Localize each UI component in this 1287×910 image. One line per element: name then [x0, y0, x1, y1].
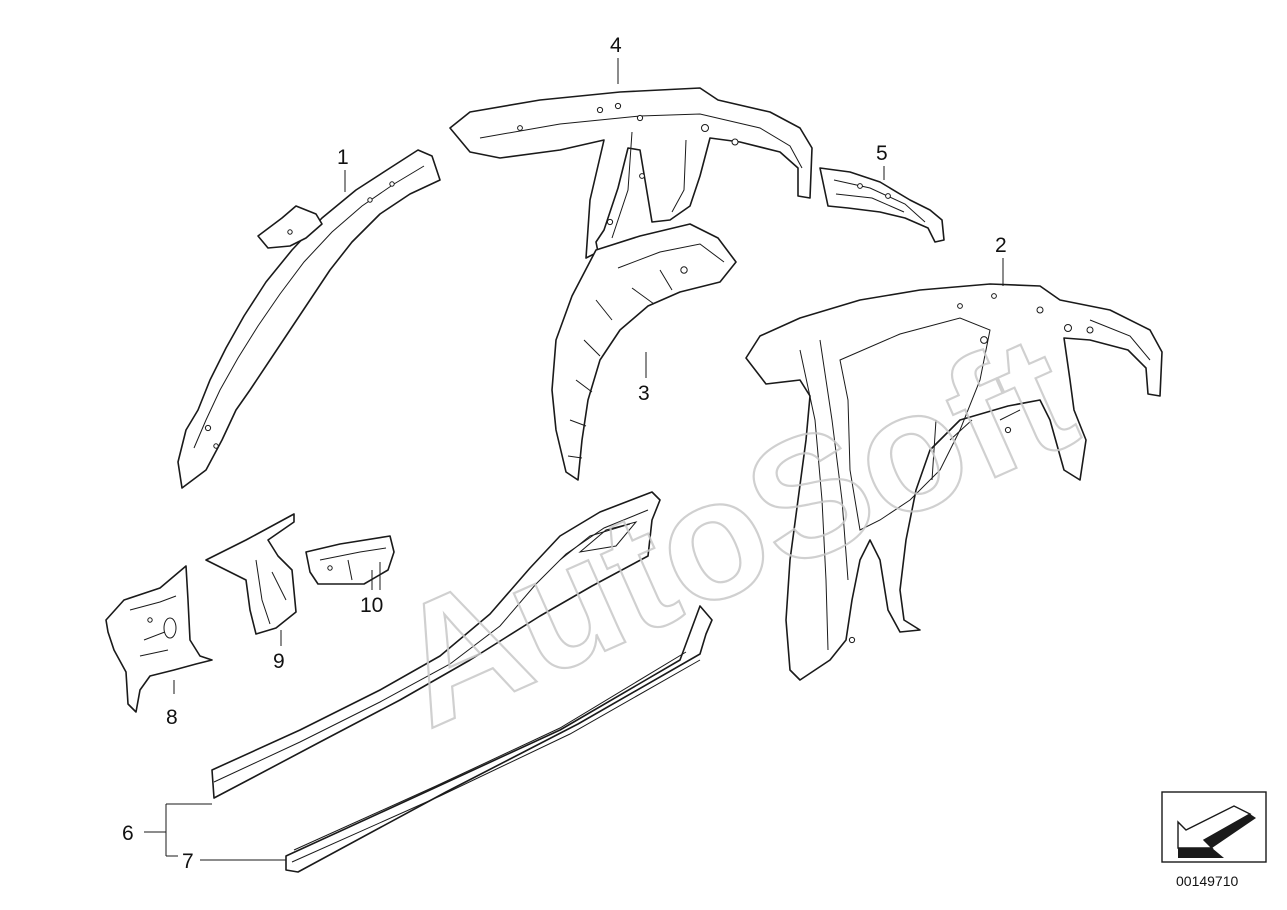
- direction-arrow-icon: [1177, 805, 1256, 858]
- part-9-reinforcement[interactable]: [205, 513, 297, 635]
- part-2-side-frame[interactable]: [745, 283, 1163, 681]
- part-1-a-pillar-roof-rail[interactable]: [177, 149, 441, 489]
- part-8-pillar-lower-panel[interactable]: [105, 565, 213, 713]
- callout-8: 8: [166, 706, 178, 729]
- callout-9: 9: [273, 650, 285, 673]
- watermark: AutoSoft: [366, 298, 1099, 763]
- leader-10: [371, 562, 381, 590]
- callout-2: 2: [995, 234, 1007, 257]
- callout-6: 6: [122, 822, 134, 845]
- leader-6: [144, 803, 212, 856]
- diagram-id: 00149710: [1176, 873, 1239, 889]
- part-10-bracket[interactable]: [305, 535, 395, 585]
- callout-7: 7: [182, 850, 194, 873]
- callout-3: 3: [638, 382, 650, 405]
- callout-5: 5: [876, 142, 888, 165]
- callout-4: 4: [610, 34, 622, 57]
- part-7-side-sill-inner[interactable]: [285, 605, 713, 873]
- leader-7: [166, 855, 286, 861]
- part-6-side-sill-outer[interactable]: [211, 491, 661, 799]
- callout-1: 1: [337, 146, 349, 169]
- part-4-roof-frame-rear[interactable]: [449, 87, 813, 259]
- orientation-box: [1161, 791, 1267, 863]
- part-3-wheel-arch[interactable]: [551, 223, 737, 481]
- callout-10: 10: [360, 594, 383, 617]
- part-5-bracket[interactable]: [819, 167, 945, 243]
